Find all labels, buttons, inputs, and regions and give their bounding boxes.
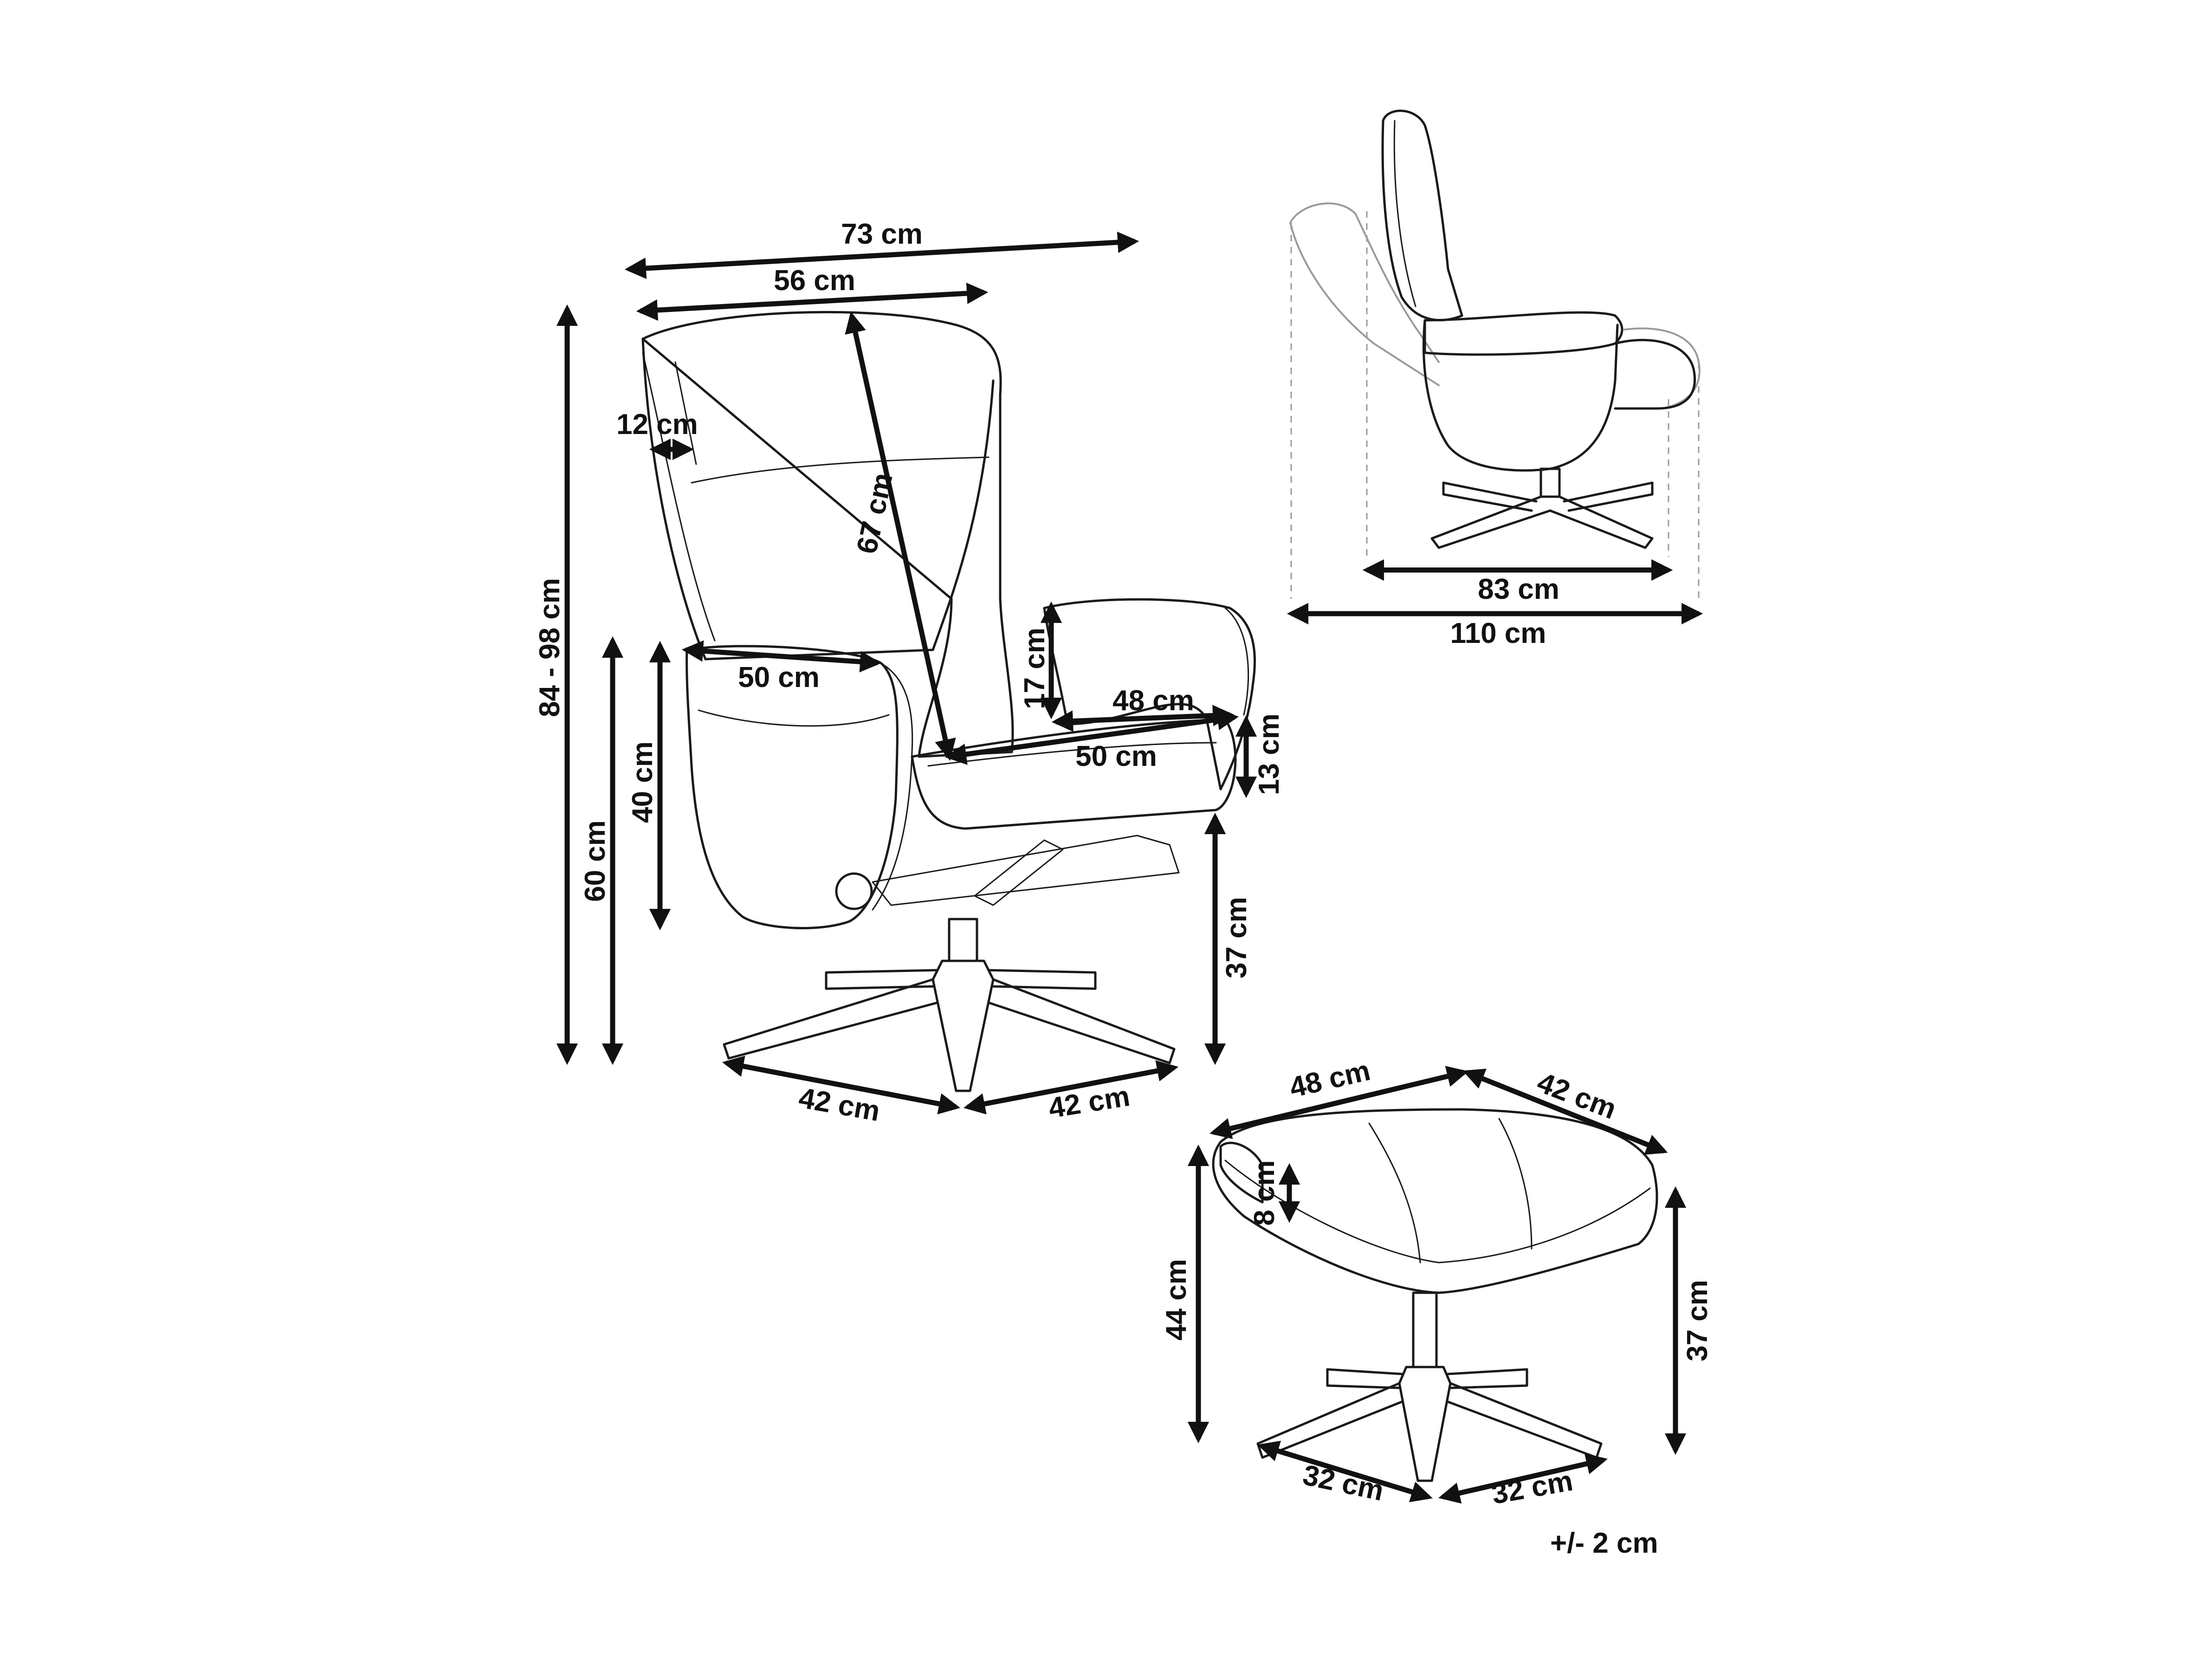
dim-arrow-ottoman-base-right	[1438, 1453, 1608, 1504]
label-ottoman-cushion: 8 cm	[1248, 1160, 1281, 1225]
dim-arrow-seat-depth	[944, 709, 1239, 765]
label-seat-depth: 50 cm	[1075, 740, 1157, 772]
reclined-ghost-outline	[1289, 202, 1440, 386]
label-backrest-height: 67 cm	[851, 470, 899, 557]
label-armrest-side-height: 40 cm	[627, 741, 659, 823]
label-ottoman-base-right: 32 cm	[1489, 1465, 1575, 1510]
dimension-annotations: 73 cm 56 cm 12 cm 67 cm 50 cm 17 cm 48 c…	[534, 218, 1714, 1559]
dim-arrow-ottoman-width	[1209, 1066, 1468, 1139]
tolerance-note: +/- 2 cm	[1550, 1527, 1658, 1559]
dim-arrow-total-width	[624, 231, 1139, 279]
dim-arrow-armrest-length	[681, 640, 882, 673]
chair-backrest-front	[641, 337, 995, 661]
label-seat-thickness: 13 cm	[1253, 713, 1285, 795]
chair-recline-mechanism	[872, 835, 1180, 906]
label-armrest-height: 17 cm	[1019, 628, 1051, 709]
label-armrest-length: 50 cm	[738, 661, 820, 693]
label-armrest-thickness: 12 cm	[616, 408, 698, 441]
dim-arrow-base-right	[963, 1060, 1179, 1115]
ottoman-star-base	[1398, 1366, 1452, 1482]
label-seat-width: 48 cm	[1112, 685, 1194, 717]
chair-side-view	[1289, 110, 1701, 599]
ottoman-column	[1412, 1291, 1438, 1368]
chair-gas-column	[948, 918, 978, 962]
label-ottoman-total-height: 44 cm	[1160, 1259, 1192, 1341]
chair-backrest	[641, 311, 1014, 758]
label-seat-height: 37 cm	[1221, 897, 1253, 979]
label-armrest-floor-height: 60 cm	[579, 820, 611, 902]
ottoman-side-panel	[1219, 1141, 1264, 1204]
side-seat-body	[1423, 311, 1623, 356]
dim-arrow-backrest-width	[636, 282, 989, 321]
label-side-depth-reclined: 110 cm	[1450, 617, 1546, 649]
dim-arrow-ottoman-depth	[1462, 1069, 1668, 1155]
label-base-right: 42 cm	[1047, 1080, 1132, 1125]
chair-seat	[911, 718, 1237, 830]
side-backrest	[1381, 110, 1463, 322]
label-backrest-width: 56 cm	[774, 265, 855, 297]
side-gas-column	[1539, 467, 1561, 498]
label-ottoman-top-height: 37 cm	[1682, 1280, 1714, 1361]
label-total-width: 73 cm	[841, 218, 923, 250]
label-total-height: 84 - 98 cm	[534, 578, 566, 717]
dim-arrow-ottoman-base-left	[1257, 1440, 1433, 1503]
recline-lever-knob	[835, 872, 873, 910]
dim-arrow-backrest-height	[845, 311, 956, 761]
label-side-depth: 83 cm	[1478, 573, 1559, 605]
dim-arrow-base-left	[722, 1056, 961, 1115]
chair-star-base	[931, 959, 995, 1092]
side-star-base	[1430, 495, 1654, 549]
side-armrest	[1422, 319, 1619, 472]
label-ottoman-base-left: 32 cm	[1300, 1459, 1386, 1507]
